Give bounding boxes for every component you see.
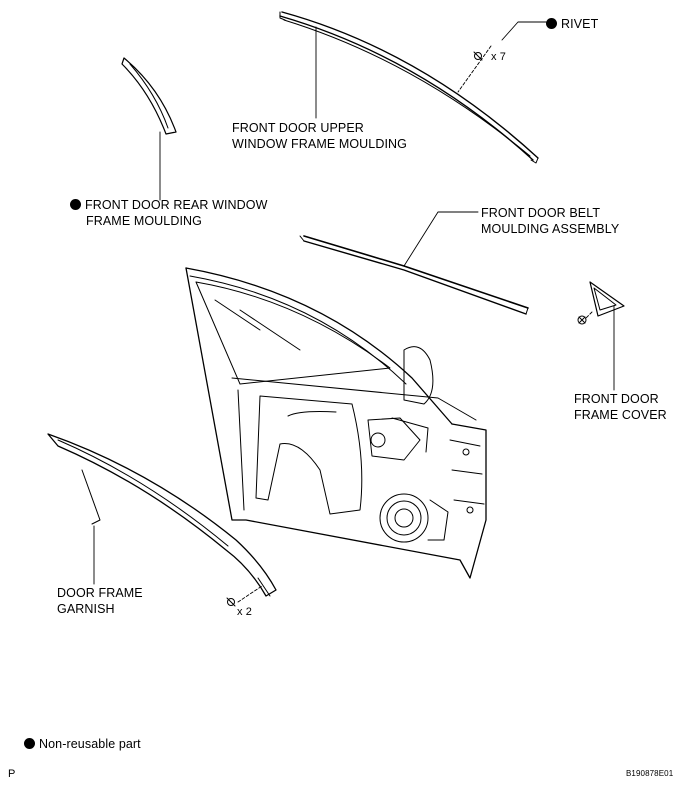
rear-moulding-label-line2: FRAME MOULDING	[86, 214, 202, 228]
front-door-body	[185, 267, 487, 579]
non-reusable-dot-icon	[70, 199, 81, 210]
rear-window-frame-moulding-part	[121, 57, 177, 135]
footer-left-code: P	[8, 768, 16, 780]
upper-window-frame-moulding-part	[279, 11, 539, 164]
non-reusable-dot-icon	[546, 18, 557, 29]
clip-part	[226, 51, 483, 607]
belt-moulding-label-line1: FRONT DOOR BELT	[481, 206, 601, 220]
frame-cover-label-line1: FRONT DOOR	[574, 392, 659, 406]
legend-non-reusable: Non-reusable part	[24, 736, 141, 752]
garnish-label-line2: GARNISH	[57, 602, 115, 616]
belt-moulding-part	[299, 235, 529, 315]
rivet-quantity: x 7	[491, 51, 506, 63]
door-frame-cover-part	[577, 281, 625, 325]
garnish-label-line1: DOOR FRAME	[57, 586, 143, 600]
belt-moulding-label-line2: MOULDING ASSEMBLY	[481, 222, 620, 236]
leader-lines	[93, 21, 615, 603]
rivet-label: RIVET	[546, 16, 598, 32]
non-reusable-dot-icon	[24, 738, 35, 749]
figure-id: B190878E01	[626, 769, 674, 778]
upper-moulding-label-line2: WINDOW FRAME MOULDING	[232, 137, 408, 151]
rear-moulding-label-line1: FRONT DOOR REAR WINDOW	[70, 197, 268, 213]
door-frame-garnish-part	[47, 433, 277, 597]
frame-cover-label-line2: FRAME COVER	[574, 408, 667, 422]
upper-moulding-label-line1: FRONT DOOR UPPER	[232, 121, 364, 135]
clip-quantity: x 2	[237, 606, 252, 618]
